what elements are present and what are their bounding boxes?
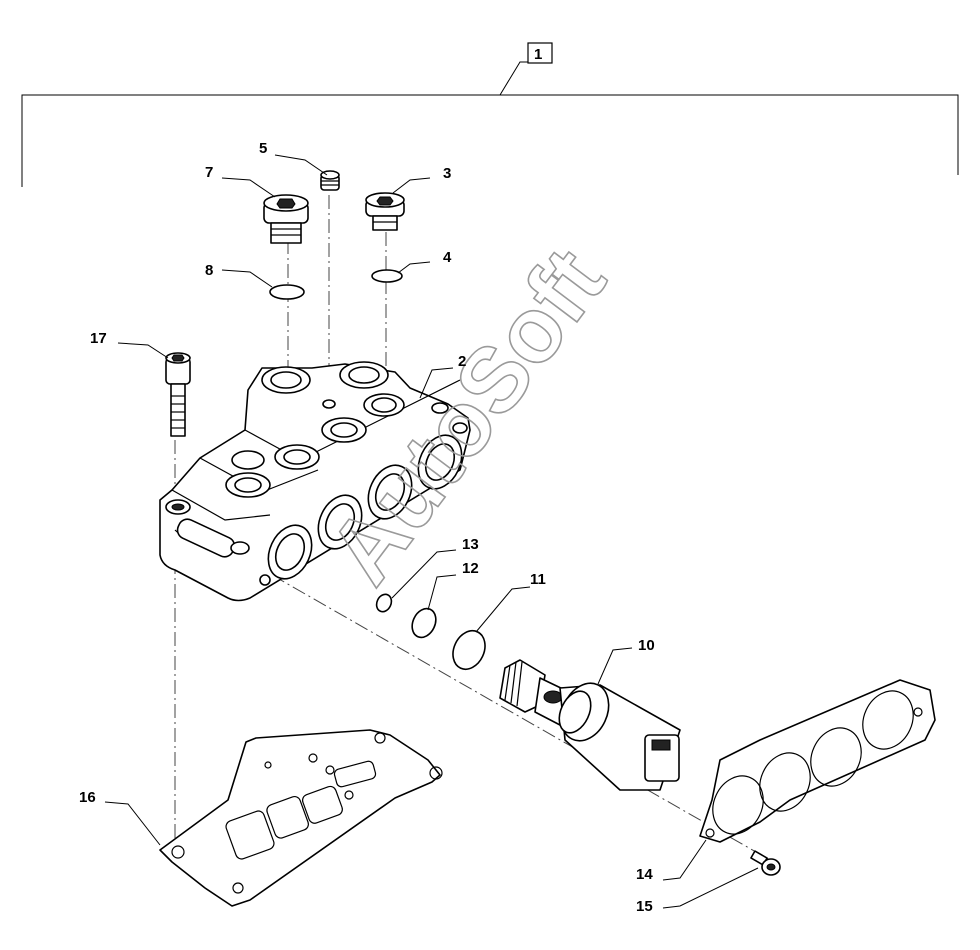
callout-4: 4 xyxy=(443,249,452,266)
plug-7 xyxy=(263,194,309,244)
callout-3: 3 xyxy=(443,165,451,182)
o-ring-13 xyxy=(375,593,393,613)
callout-7: 7 xyxy=(205,164,213,181)
plug-5 xyxy=(320,170,340,191)
gasket-16 xyxy=(159,729,443,907)
gasket-14 xyxy=(699,679,936,843)
callout-11: 11 xyxy=(530,571,546,588)
callout-13: 13 xyxy=(462,536,479,553)
valve-body-2 xyxy=(159,361,471,602)
o-ring-8 xyxy=(269,284,305,300)
callout-16: 16 xyxy=(79,789,96,806)
bolt-17 xyxy=(165,352,191,437)
o-ring-12 xyxy=(411,607,437,639)
callout-5: 5 xyxy=(259,140,267,157)
callout-10: 10 xyxy=(638,637,655,654)
screw-15 xyxy=(750,850,781,876)
callout-2: 2 xyxy=(458,353,466,370)
o-ring-11 xyxy=(452,629,486,671)
callout-14: 14 xyxy=(636,866,653,883)
callout-15: 15 xyxy=(636,898,653,915)
callout-8: 8 xyxy=(205,262,213,279)
solenoid-valve-10 xyxy=(499,659,681,791)
plug-3 xyxy=(365,192,405,231)
callout-12: 12 xyxy=(462,560,479,577)
leader-lines xyxy=(104,154,759,909)
callout-17: 17 xyxy=(90,330,107,347)
o-ring-4 xyxy=(371,269,403,283)
callout-1: 1 xyxy=(534,46,542,63)
assembly-bracket xyxy=(21,42,959,187)
